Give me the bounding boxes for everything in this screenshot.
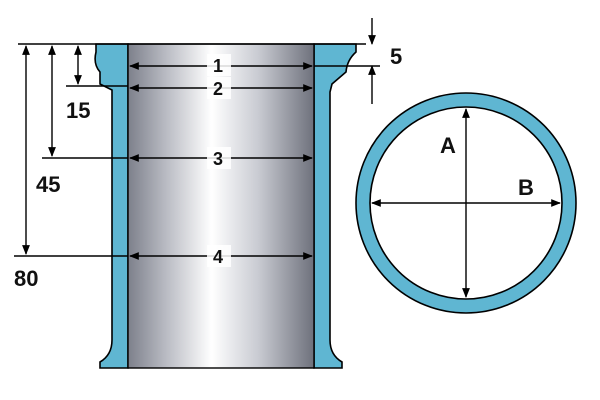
section-1-label: 1	[213, 56, 223, 76]
section-1-label-bg	[207, 54, 231, 76]
depth-80-label: 80	[14, 266, 38, 291]
liner-left-wall	[94, 43, 129, 369]
section-4-label-bg	[207, 245, 231, 267]
top-offset-label: 5	[390, 44, 402, 69]
section-2-label: 2	[213, 79, 223, 99]
ring-label-a: A	[440, 133, 456, 158]
section-3-label: 3	[213, 149, 223, 169]
depth-15-label: 15	[66, 98, 90, 123]
ring-label-b: B	[518, 175, 534, 200]
depth-45-label: 45	[36, 172, 60, 197]
section-3-label-bg	[207, 147, 231, 169]
liner-right-wall	[313, 43, 357, 369]
section-4-label: 4	[213, 247, 223, 267]
section-2-label-bg	[207, 77, 231, 99]
